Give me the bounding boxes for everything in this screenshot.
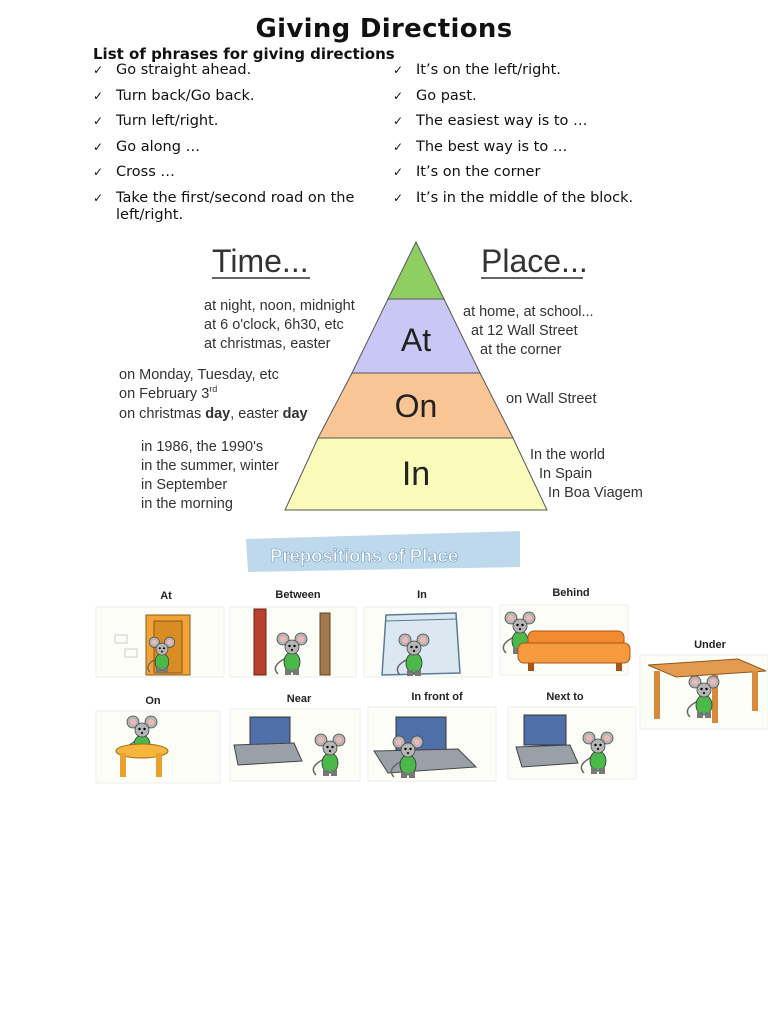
- time-at-line: at night, noon, midnight: [204, 298, 355, 314]
- prep-label-behind: Behind: [552, 587, 589, 599]
- time-in-line: in the summer, winter: [141, 458, 279, 474]
- phrase-item: ✓Turn back/Go back.: [93, 87, 255, 104]
- place-at-line: at the corner: [480, 342, 562, 358]
- checkmark-icon: ✓: [393, 88, 404, 103]
- checkmark-icon: ✓: [93, 88, 104, 103]
- level-label-in: In: [402, 455, 430, 493]
- prep-label-at: At: [160, 590, 172, 602]
- prep-illustration-near: [229, 708, 361, 782]
- prep-label-in: In: [417, 589, 427, 601]
- place-in-line: In the world: [530, 447, 605, 463]
- prep-illustration-next-to: [507, 706, 637, 780]
- prep-label-in-front-of: In front of: [411, 691, 463, 703]
- phrase-item: ✓Cross …: [93, 164, 175, 180]
- prep-illustration-at: [95, 606, 225, 678]
- time-at-line: at christmas, easter: [204, 336, 331, 352]
- pyramid-level-in: [284, 437, 548, 511]
- phrase-item: ✓Go along …: [93, 138, 201, 155]
- place-at-line: at 12 Wall Street: [471, 323, 578, 339]
- phrase-item: ✓It’s in the middle of the block.: [393, 189, 634, 206]
- place-in-line: In Boa Viagem: [548, 485, 643, 501]
- checkmark-icon: ✓: [93, 190, 104, 205]
- level-label-on: On: [395, 388, 438, 424]
- phrase-item: ✓It’s on the left/right.: [393, 62, 561, 78]
- time-on-line: on christmas day, easter day: [119, 406, 308, 422]
- phrase-item: ✓Go straight ahead.: [93, 62, 252, 78]
- prep-illustration-in-front-of: [367, 706, 497, 782]
- checkmark-icon: ✓: [393, 165, 404, 179]
- section-subtitle: List of phrases for giving directions: [93, 45, 395, 63]
- prep-illustration-between: [229, 606, 357, 678]
- time-on-line: on February 3rd: [119, 384, 217, 402]
- place-at-line: at home, at school...: [463, 304, 594, 320]
- place-on-line: on Wall Street: [506, 391, 597, 407]
- prep-label-next-to: Next to: [546, 691, 584, 703]
- time-heading: Time...: [212, 243, 309, 279]
- checkmark-icon: ✓: [93, 139, 104, 154]
- time-place-pyramid: Time... Place... At On In at night, noon…: [110, 236, 670, 521]
- time-in-line: in September: [141, 477, 227, 493]
- prepositions-svg: Prepositions of Place At Between In Behi…: [95, 531, 768, 784]
- page-title: Giving Directions: [255, 14, 513, 44]
- checkmark-icon: ✓: [93, 165, 104, 179]
- place-in-line: In Spain: [539, 466, 592, 482]
- time-at-line: at 6 o'clock, 6h30, etc: [204, 317, 344, 333]
- prep-label-under: Under: [694, 639, 727, 651]
- prep-illustration-in: [363, 606, 493, 678]
- phrase-item: ✓Turn left/right.: [93, 113, 219, 129]
- prepositions-of-place-panel: Prepositions of Place At Between In Behi…: [88, 525, 768, 795]
- prep-label-between: Between: [275, 589, 321, 601]
- phrase-item: ✓Take the first/second road on the left/…: [93, 189, 355, 223]
- pyramid-top: [387, 240, 445, 300]
- prep-illustration-behind: [499, 604, 631, 676]
- checkmark-icon: ✓: [393, 114, 404, 128]
- checkmark-icon: ✓: [393, 190, 404, 205]
- prep-illustration-on: [95, 710, 221, 784]
- phrase-list-left: ✓Go straight ahead. ✓Turn back/Go back. …: [93, 62, 393, 232]
- time-on-line: on Monday, Tuesday, etc: [119, 367, 279, 383]
- prep-illustration-under: [639, 654, 768, 730]
- place-heading: Place...: [481, 243, 588, 279]
- time-in-line: in the morning: [141, 496, 233, 512]
- checkmark-icon: ✓: [393, 63, 404, 77]
- prep-label-on: On: [145, 695, 161, 707]
- time-in-line: in 1986, the 1990's: [141, 439, 263, 455]
- prep-label-near: Near: [287, 693, 312, 705]
- checkmark-icon: ✓: [93, 63, 104, 77]
- phrase-list-right: ✓It’s on the left/right. ✓Go past. ✓The …: [393, 62, 693, 215]
- phrase-item: ✓The easiest way is to …: [393, 113, 588, 129]
- phrase-item: ✓Go past.: [393, 87, 477, 104]
- checkmark-icon: ✓: [393, 139, 404, 154]
- prepositions-banner: Prepositions of Place: [246, 531, 520, 572]
- pyramid-svg: Time... Place... At On In at night, noon…: [119, 240, 643, 512]
- level-label-at: At: [401, 322, 431, 358]
- phrase-item: ✓It’s on the corner: [393, 164, 541, 180]
- phrase-item: ✓The best way is to …: [393, 138, 568, 155]
- checkmark-icon: ✓: [93, 114, 104, 128]
- banner-title: Prepositions of Place: [270, 545, 458, 566]
